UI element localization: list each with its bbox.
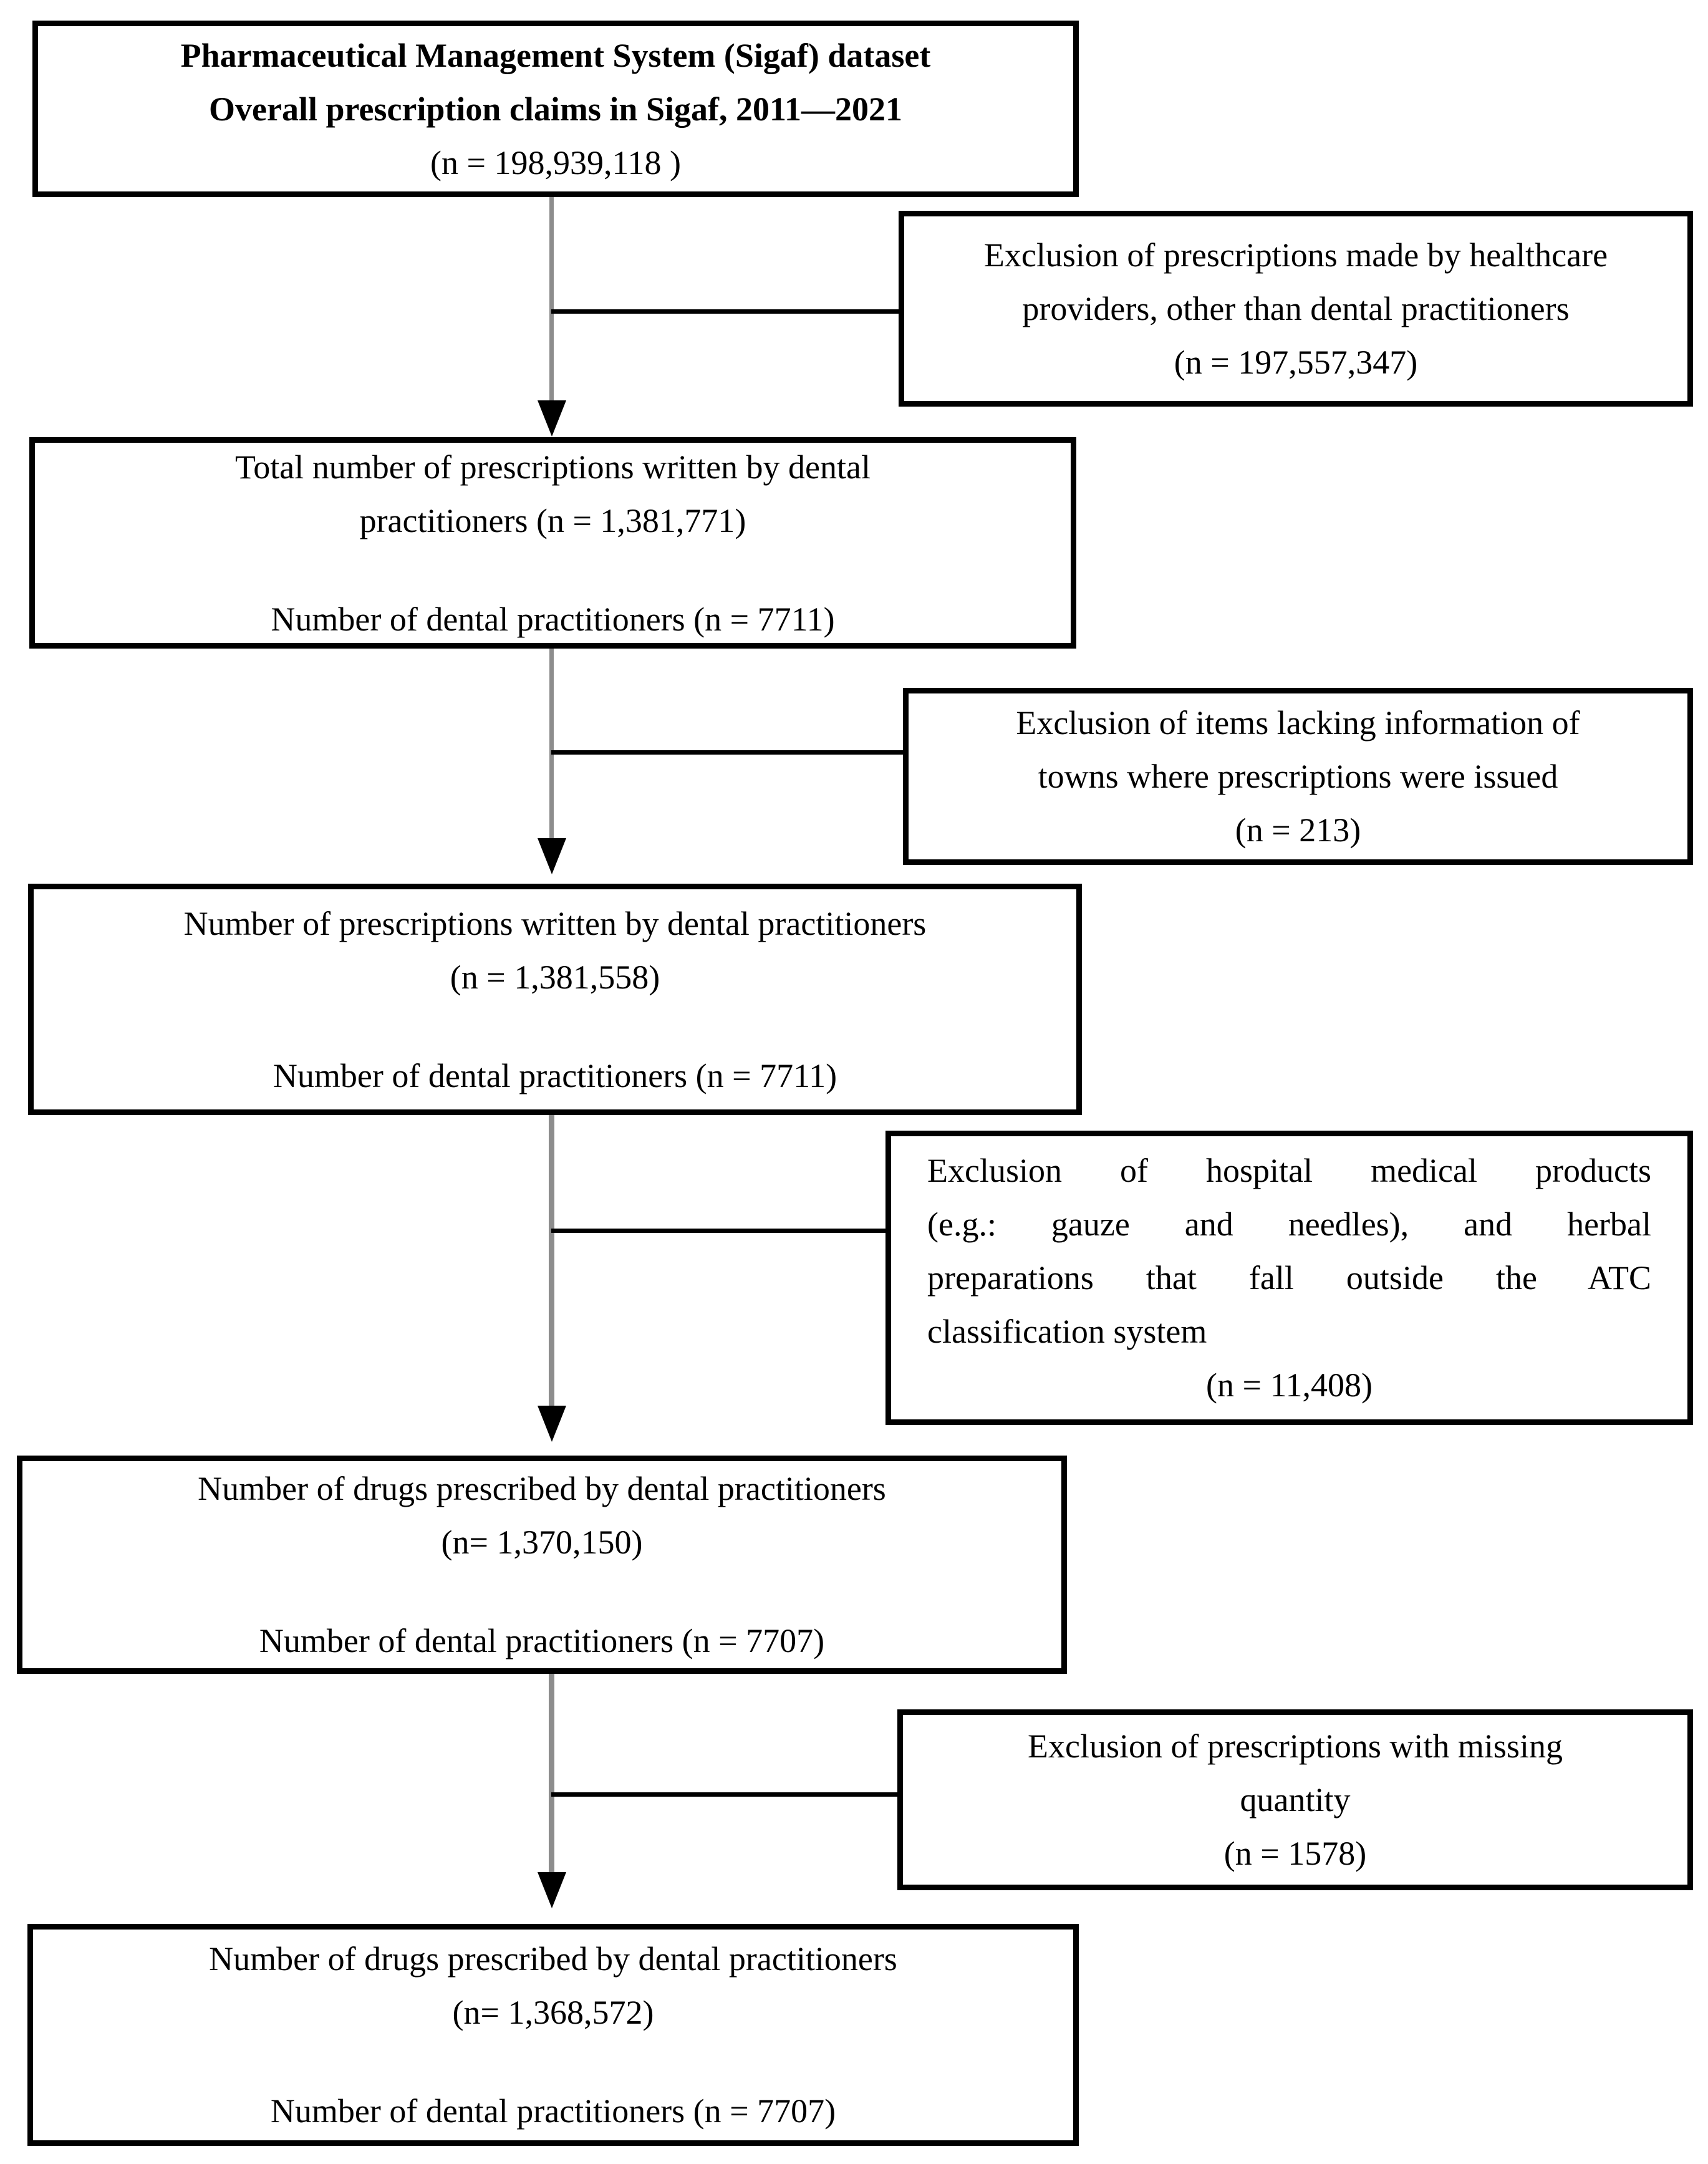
box3-practitioners-line: Number of dental practitioners (n = 7711…	[273, 1056, 837, 1094]
exclusion-4-text-line: Exclusion of prescriptions with missing	[1028, 1727, 1563, 1765]
connector-horizontal-1	[551, 309, 899, 314]
connector-horizontal-3	[551, 1229, 885, 1233]
exclusion-box-3: Exclusion of hospital medical products (…	[885, 1131, 1693, 1425]
exclusion-box-2: Exclusion of items lacking information o…	[903, 688, 1693, 865]
box4-text-line: Number of drugs prescribed by dental pra…	[198, 1470, 886, 1507]
drugs-prescribed-box: Number of drugs prescribed by dental pra…	[17, 1456, 1067, 1674]
arrow-down-icon-2	[538, 838, 566, 874]
connector-vertical-2	[549, 649, 554, 841]
exclusion-1-n-value: (n = 197,557,347)	[1174, 344, 1418, 381]
exclusion-2-n-value: (n = 213)	[1235, 811, 1361, 849]
connector-horizontal-4	[551, 1792, 897, 1797]
dataset-box-subtitle: Overall prescription claims in Sigaf, 20…	[209, 90, 902, 128]
box2-practitioners-line: Number of dental practitioners (n = 7711…	[271, 600, 835, 638]
exclusion-2-text-line: Exclusion of items lacking information o…	[1016, 704, 1580, 741]
prescriptions-written-box: Number of prescriptions written by denta…	[28, 884, 1082, 1115]
dataset-box-title: Pharmaceutical Management System (Sigaf)…	[180, 36, 931, 74]
dataset-box-n-value: (n = 198,939,118 )	[430, 143, 681, 181]
total-prescriptions-box: Total number of prescriptions written by…	[29, 437, 1076, 649]
exclusion-4-n-value: (n = 1578)	[1223, 1835, 1367, 1872]
connector-horizontal-2	[551, 750, 903, 755]
connector-vertical-4	[549, 1674, 554, 1875]
exclusion-3-text-line: preparations that fall outside the ATC	[927, 1259, 1651, 1297]
box4-n-value: (n= 1,370,150)	[441, 1524, 643, 1561]
exclusion-4-text-line: quantity	[1240, 1781, 1351, 1819]
box5-text-line: Number of drugs prescribed by dental pra…	[209, 1940, 897, 1978]
box2-text-line: Total number of prescriptions written by…	[235, 448, 871, 486]
box4-practitioners-line: Number of dental practitioners (n = 7707…	[259, 1622, 825, 1659]
box3-n-value: (n = 1,381,558)	[450, 958, 660, 996]
final-drugs-prescribed-box: Number of drugs prescribed by dental pra…	[27, 1924, 1079, 2146]
exclusion-box-1: Exclusion of prescriptions made by healt…	[899, 211, 1693, 407]
box5-n-value: (n= 1,368,572)	[452, 1994, 654, 2031]
connector-vertical-1	[549, 197, 554, 403]
exclusion-3-text-line: classification system	[927, 1313, 1207, 1350]
dataset-box: Pharmaceutical Management System (Sigaf)…	[32, 21, 1079, 197]
exclusion-1-text-line: Exclusion of prescriptions made by healt…	[983, 236, 1608, 274]
box2-n-value: practitioners (n = 1,381,771)	[359, 501, 746, 539]
exclusion-1-text-line: providers, other than dental practitione…	[1022, 290, 1570, 327]
connector-vertical-3	[549, 1115, 554, 1408]
box5-practitioners-line: Number of dental practitioners (n = 7707…	[270, 2092, 836, 2130]
arrow-down-icon-4	[538, 1872, 566, 1908]
exclusion-box-4: Exclusion of prescriptions with missing …	[897, 1709, 1693, 1890]
arrow-down-icon-3	[538, 1406, 566, 1442]
arrow-down-icon-1	[538, 400, 566, 437]
exclusion-3-text-line: Exclusion of hospital medical products	[927, 1152, 1651, 1189]
box3-text-line: Number of prescriptions written by denta…	[183, 904, 927, 942]
exclusion-3-n-value: (n = 11,408)	[1206, 1366, 1373, 1404]
exclusion-2-text-line: towns where prescriptions were issued	[1038, 758, 1558, 795]
exclusion-3-text-line: (e.g.: gauze and needles), and herbal	[927, 1205, 1651, 1243]
